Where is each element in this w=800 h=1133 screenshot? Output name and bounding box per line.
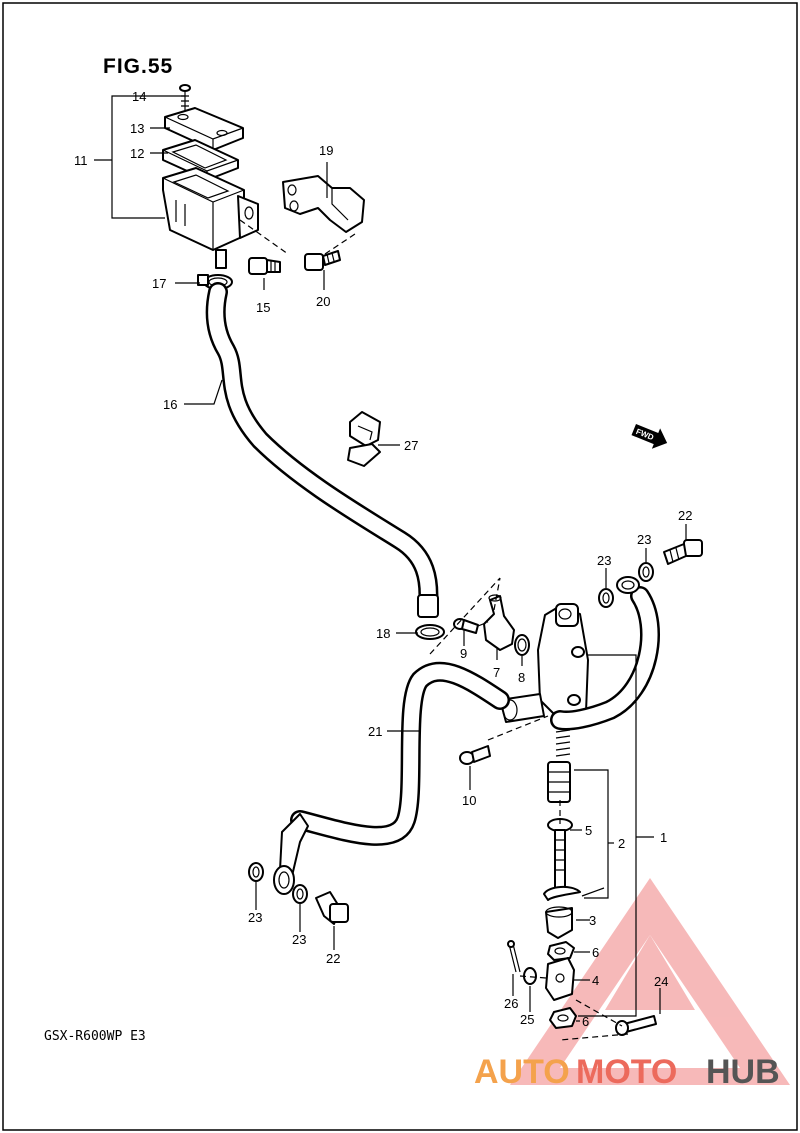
washer-23a bbox=[638, 562, 654, 582]
brake-hose-21 bbox=[273, 661, 510, 895]
callout-26: 26 bbox=[504, 996, 518, 1011]
callout-7: 7 bbox=[493, 665, 500, 680]
callout-14: 14 bbox=[132, 89, 146, 104]
callout-27: 27 bbox=[404, 438, 418, 453]
reservoir-hose bbox=[205, 282, 439, 618]
circlip-3 bbox=[543, 886, 581, 901]
reservoir-bracket bbox=[282, 175, 365, 233]
figure-title: FIG.55 bbox=[103, 55, 173, 78]
callout-22b: 22 bbox=[326, 951, 340, 966]
nut-6-upper bbox=[547, 941, 575, 961]
watermark-text: AUTO MOTO HUB bbox=[474, 1053, 780, 1091]
callout-23c: 23 bbox=[248, 910, 262, 925]
reservoir-tank bbox=[162, 84, 259, 269]
callout-5: 5 bbox=[585, 823, 592, 838]
callout-25: 25 bbox=[520, 1012, 534, 1027]
washer-23d bbox=[292, 884, 308, 904]
push-rod bbox=[547, 818, 573, 891]
callout-10: 10 bbox=[462, 793, 476, 808]
callout-22a: 22 bbox=[678, 508, 692, 523]
model-code: GSX-R600WP E3 bbox=[44, 1029, 146, 1044]
callout-19: 19 bbox=[319, 143, 333, 158]
hose-connector bbox=[483, 594, 515, 651]
callout-23a: 23 bbox=[637, 532, 651, 547]
o-ring-8 bbox=[514, 634, 530, 656]
callout-15: 15 bbox=[256, 300, 270, 315]
callout-12: 12 bbox=[130, 146, 144, 161]
watermark-auto: AUTO bbox=[474, 1053, 570, 1091]
callout-3: 3 bbox=[589, 913, 596, 928]
bolt-15 bbox=[248, 257, 281, 275]
nut-6-lower bbox=[549, 1007, 577, 1029]
bolt-20 bbox=[304, 250, 341, 271]
clamp-18 bbox=[415, 624, 445, 640]
callout-8: 8 bbox=[518, 670, 525, 685]
callout-17: 17 bbox=[152, 276, 166, 291]
hose-clip bbox=[347, 411, 381, 467]
brake-hose-upper bbox=[550, 576, 660, 731]
callout-4: 4 bbox=[592, 973, 599, 988]
callout-23d: 23 bbox=[292, 932, 306, 947]
cotter-pin bbox=[507, 940, 521, 973]
callout-1: 1 bbox=[660, 830, 667, 845]
dust-boot bbox=[545, 906, 573, 939]
callout-9: 9 bbox=[460, 646, 467, 661]
washer-23b bbox=[598, 588, 614, 608]
clevis-pin-24 bbox=[615, 1015, 657, 1036]
piston-spring bbox=[547, 729, 571, 803]
forward-arrow: FWD bbox=[631, 424, 668, 449]
callout-6b: 6 bbox=[582, 1014, 589, 1029]
callout-21: 21 bbox=[368, 724, 382, 739]
callout-20: 20 bbox=[316, 294, 330, 309]
callout-11: 11 bbox=[74, 153, 88, 168]
dashed-guides bbox=[239, 219, 629, 1041]
callout-6a: 6 bbox=[592, 945, 599, 960]
callout-24: 24 bbox=[654, 974, 668, 989]
banjo-bolt-upper bbox=[663, 539, 703, 565]
leader-lines bbox=[94, 95, 687, 1022]
callout-23b: 23 bbox=[597, 553, 611, 568]
callout-13: 13 bbox=[130, 121, 144, 136]
watermark-logo bbox=[510, 878, 790, 1085]
callout-18: 18 bbox=[376, 626, 390, 641]
callout-labels: 1 2 3 4 5 6 6 7 8 9 10 11 12 13 14 15 16… bbox=[74, 89, 692, 1029]
banjo-bolt-lower bbox=[315, 891, 349, 925]
watermark-moto: MOTO bbox=[576, 1053, 677, 1091]
clevis-4 bbox=[545, 957, 575, 1001]
bolt-10 bbox=[459, 745, 491, 765]
washer-23c bbox=[248, 862, 264, 882]
screw-9 bbox=[453, 618, 479, 634]
watermark-hub: HUB bbox=[706, 1053, 780, 1091]
callout-2: 2 bbox=[618, 836, 625, 851]
master-cylinder-body bbox=[499, 603, 589, 723]
callout-16: 16 bbox=[163, 397, 177, 412]
